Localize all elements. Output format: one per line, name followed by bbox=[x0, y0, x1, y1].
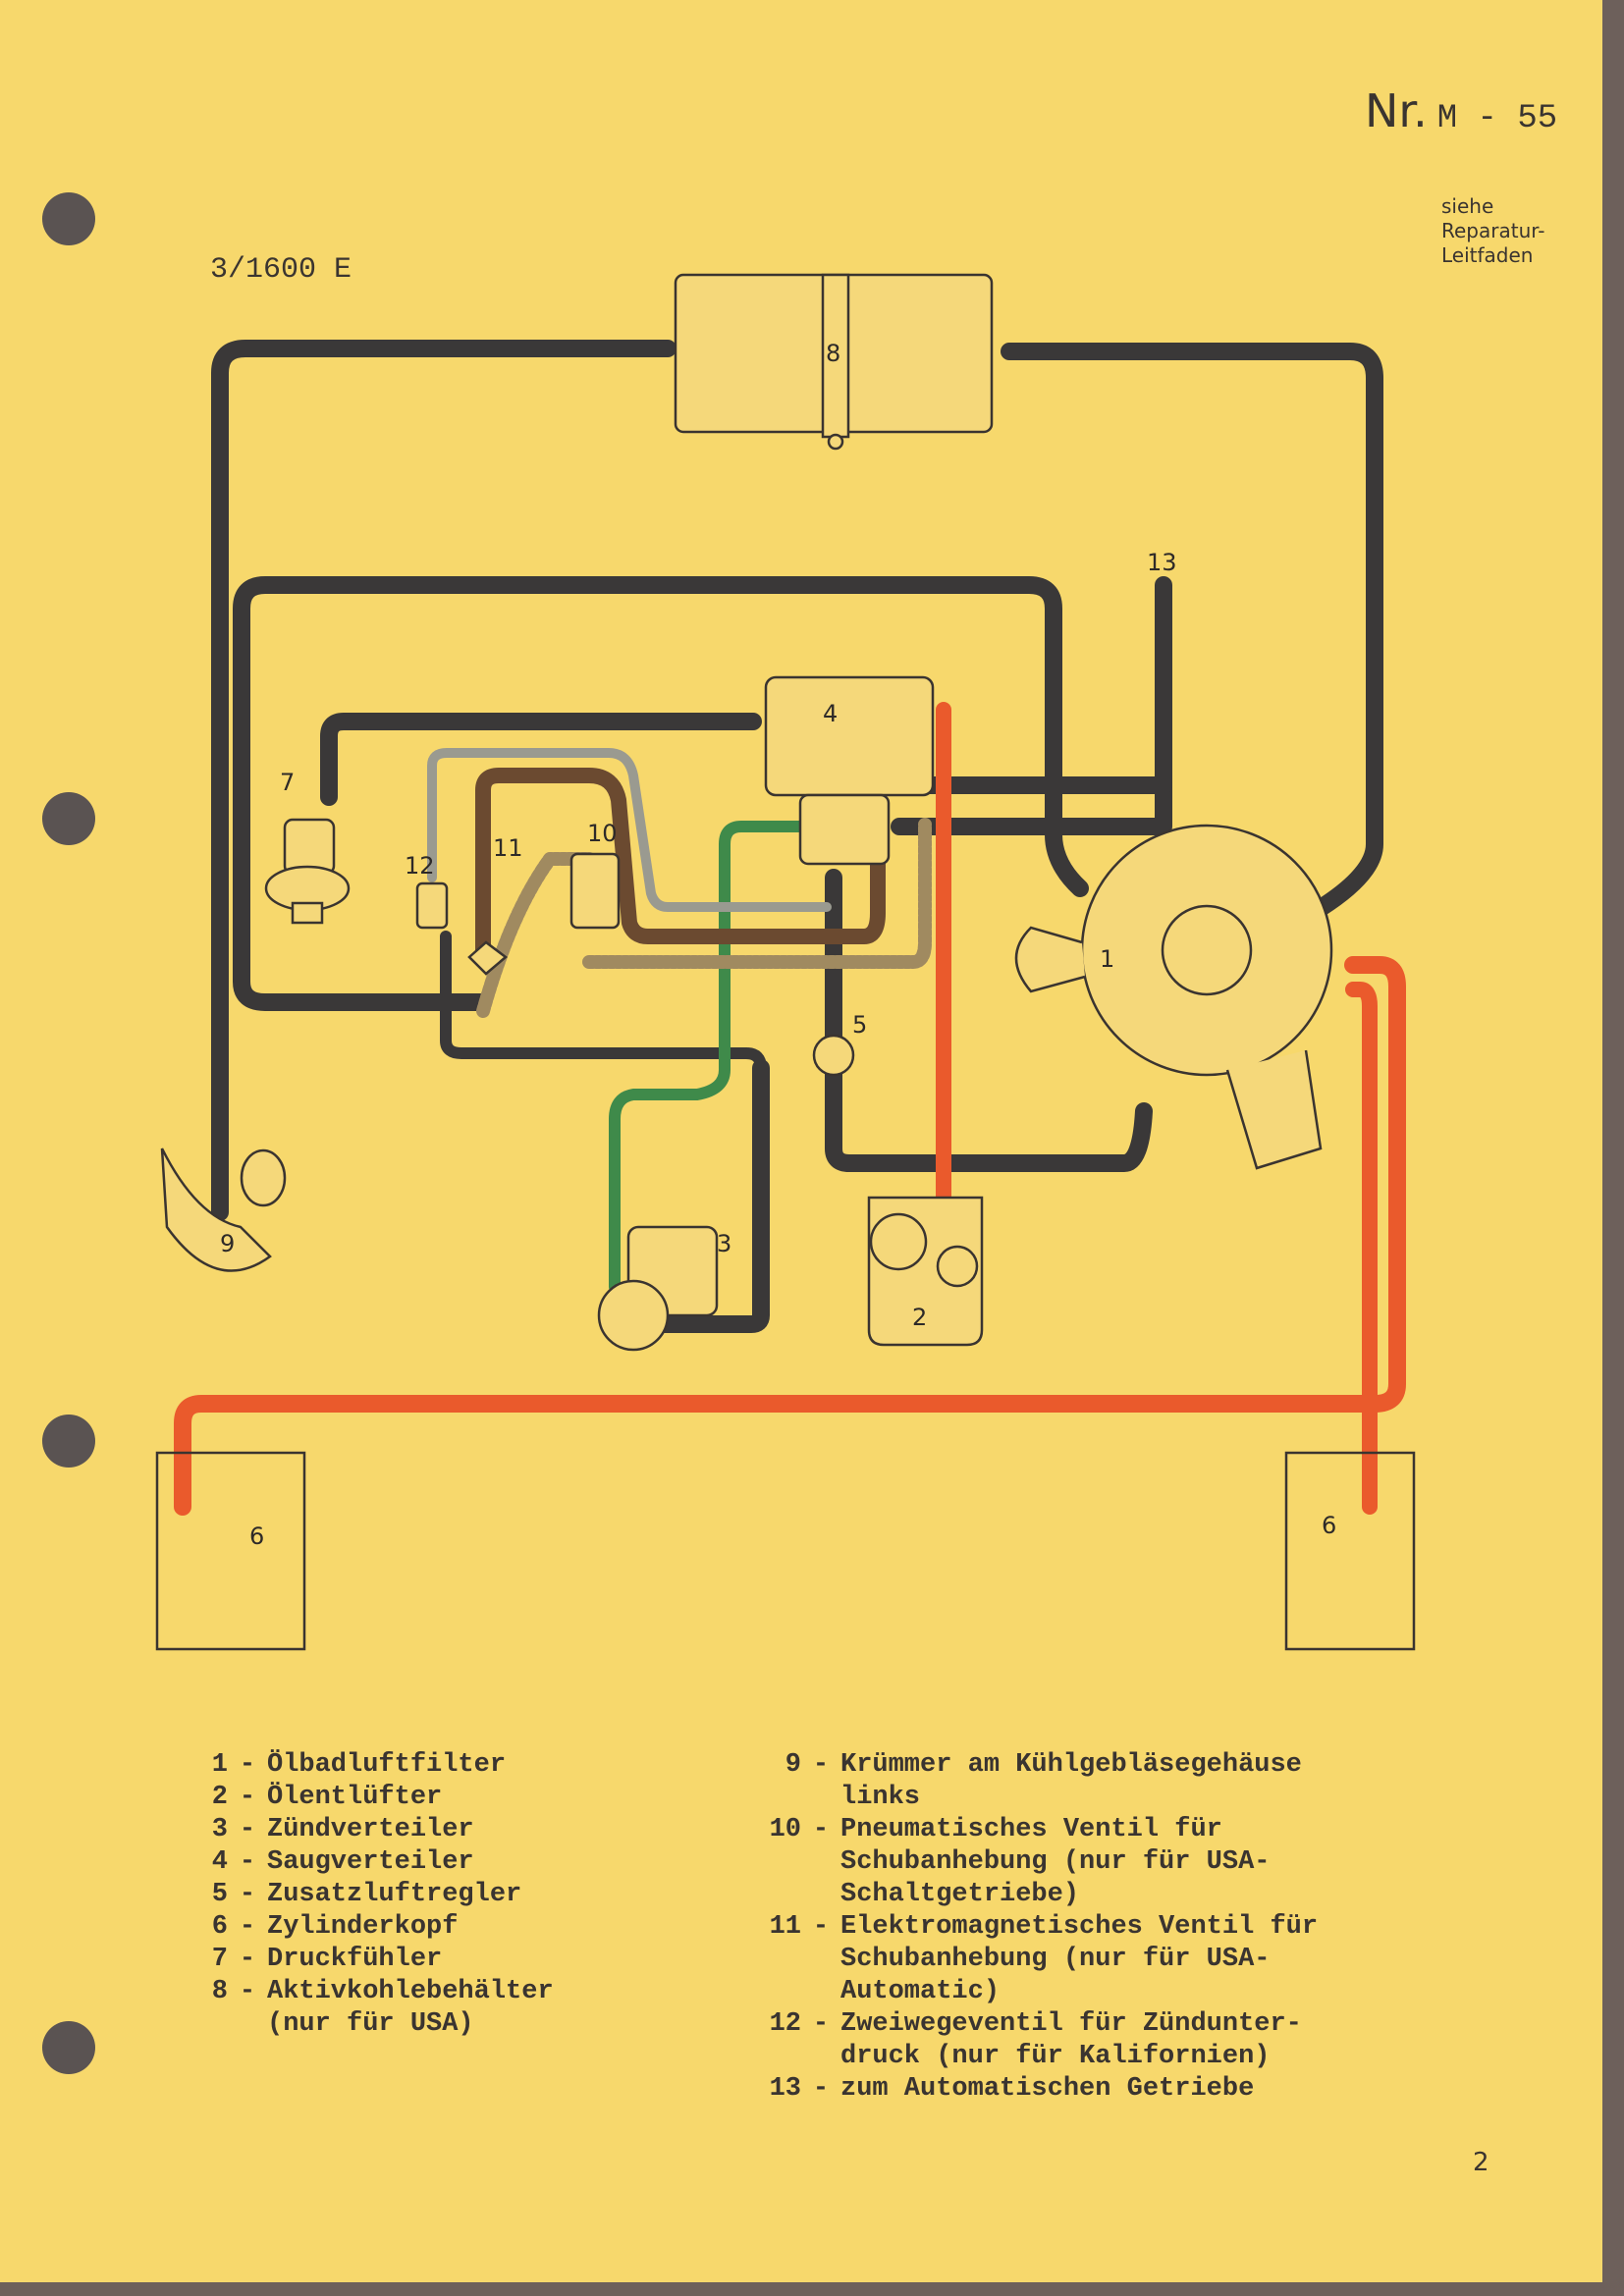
callout-3: 3 bbox=[717, 1230, 731, 1257]
legend-num: 1 bbox=[211, 1750, 228, 1780]
legend-num: 11 bbox=[769, 1912, 801, 1942]
legend-num: 4 bbox=[211, 1847, 228, 1877]
model-label: 3/1600 E bbox=[210, 253, 352, 287]
reference-line: Leitfaden bbox=[1441, 243, 1534, 267]
punch-hole bbox=[42, 192, 95, 245]
punch-hole bbox=[42, 1415, 95, 1468]
callout-6-left: 6 bbox=[249, 1522, 264, 1550]
legend-item: 6-Zylinderkopf bbox=[192, 1911, 554, 1944]
hose-diagram: 1 2 3 4 5 6 6 7 8 9 10 11 12 13 bbox=[155, 273, 1416, 1651]
legend-num: 10 bbox=[769, 1815, 801, 1844]
page-edge-bottom bbox=[0, 2282, 1624, 2296]
legend-text: Druckfühler bbox=[267, 1945, 443, 1974]
hatched-hose bbox=[476, 818, 932, 1018]
legend-num: 13 bbox=[769, 2074, 801, 2104]
page-number: 2 bbox=[1473, 2148, 1489, 2177]
legend-item: 1-Ölbadluftfilter bbox=[192, 1749, 554, 1782]
legend-text: Saugverteiler bbox=[267, 1847, 474, 1877]
callout-12: 12 bbox=[405, 852, 435, 880]
legend-item: 2-Ölentlüfter bbox=[192, 1782, 554, 1814]
legend-text: Zusatzluftregler bbox=[267, 1880, 522, 1909]
cylinder-head-right bbox=[1284, 1451, 1416, 1651]
legend-item: 4-Saugverteiler bbox=[192, 1846, 554, 1879]
callout-10: 10 bbox=[587, 820, 618, 847]
manifold-left bbox=[160, 1148, 287, 1272]
callout-1: 1 bbox=[1100, 945, 1114, 973]
legend-text: Aktivkohlebehälter bbox=[267, 1977, 554, 2006]
legend-text: (nur für USA) bbox=[267, 2009, 474, 2039]
callout-5: 5 bbox=[852, 1011, 867, 1039]
reference-line: Reparatur- bbox=[1441, 219, 1545, 242]
gray-hose bbox=[427, 748, 832, 912]
legend-item: 10-Pneumatisches Ventil für bbox=[766, 1814, 1318, 1846]
callout-11: 11 bbox=[493, 834, 523, 862]
punch-hole bbox=[42, 2021, 95, 2074]
legend-text: Schubanhebung (nur für USA- bbox=[840, 1945, 1271, 1974]
reference-note: siehe Reparatur- Leitfaden bbox=[1441, 194, 1544, 268]
oil-breather bbox=[867, 1196, 984, 1347]
legend-text: Schaltgetriebe) bbox=[840, 1880, 1080, 1909]
legend-text: Pneumatisches Ventil für bbox=[840, 1815, 1222, 1844]
solenoid-valve bbox=[467, 940, 509, 976]
legend-item: 7-Druckfühler bbox=[192, 1944, 554, 1976]
legend-item: 8-Aktivkohlebehälter bbox=[192, 1976, 554, 2008]
legend-num: 12 bbox=[769, 2009, 801, 2039]
legend-text: Elektromagnetisches Ventil für bbox=[840, 1912, 1319, 1942]
callout-8: 8 bbox=[826, 340, 840, 367]
legend-num: 8 bbox=[211, 1977, 228, 2006]
legend-item: 13-zum Automatischen Getriebe bbox=[766, 2073, 1318, 2106]
aux-air-regulator bbox=[812, 1034, 855, 1077]
page-edge-right bbox=[1602, 0, 1624, 2296]
two-way-valve bbox=[415, 881, 449, 930]
pneumatic-valve bbox=[569, 852, 621, 930]
callout-6-right: 6 bbox=[1322, 1512, 1336, 1539]
legend-text: Zündverteiler bbox=[267, 1815, 474, 1844]
legend-text: links bbox=[840, 1783, 921, 1812]
vacuum-hoses bbox=[211, 340, 1383, 1333]
legend-item: 5-Zusatzluftregler bbox=[192, 1879, 554, 1911]
legend-item: 9-Krümmer am Kühlgebläsegehäuse bbox=[766, 1749, 1318, 1782]
legend-text: Zylinderkopf bbox=[267, 1912, 459, 1942]
reference-line: siehe bbox=[1441, 194, 1494, 218]
legend-num: 7 bbox=[211, 1945, 228, 1974]
legend-text: zum Automatischen Getriebe bbox=[840, 2074, 1255, 2104]
punch-hole bbox=[42, 792, 95, 845]
breather-hose-left bbox=[174, 956, 1406, 1516]
number-prefix: Nr. bbox=[1365, 84, 1428, 137]
legend-left: 1-Ölbadluftfilter 2-Ölentlüfter 3-Zündve… bbox=[192, 1749, 554, 2041]
breather-hose-right bbox=[1345, 982, 1378, 1515]
legend-text: Ölbadluftfilter bbox=[267, 1750, 507, 1780]
green-hose bbox=[609, 821, 833, 1293]
cylinder-head-left bbox=[155, 1451, 306, 1651]
legend-text: Ölentlüfter bbox=[267, 1783, 443, 1812]
distributor bbox=[597, 1225, 719, 1352]
callout-13: 13 bbox=[1147, 549, 1177, 576]
legend-item: 11-Elektromagnetisches Ventil für bbox=[766, 1911, 1319, 1944]
callout-7: 7 bbox=[280, 769, 295, 796]
legend-right: 9-Krümmer am Kühlgebläsegehäuse links 10… bbox=[766, 1749, 1319, 2106]
legend-text: druck (nur für Kalifornien) bbox=[840, 2042, 1271, 2071]
legend-text: Schubanhebung (nur für USA- bbox=[840, 1847, 1271, 1877]
brown-hose bbox=[475, 768, 886, 959]
legend-text: Krümmer am Kühlgebläsegehäuse bbox=[840, 1750, 1302, 1780]
legend-text: Automatic) bbox=[840, 1977, 1001, 2006]
oil-bath-air-filter bbox=[1014, 824, 1333, 1170]
legend-num: 2 bbox=[211, 1783, 228, 1812]
activated-carbon-canister bbox=[674, 273, 994, 451]
callout-4: 4 bbox=[823, 700, 838, 727]
pressure-sensor bbox=[264, 818, 351, 925]
intake-manifold bbox=[764, 675, 935, 866]
legend-num: 5 bbox=[211, 1880, 228, 1909]
legend-num: 9 bbox=[785, 1750, 801, 1780]
legend-num: 3 bbox=[211, 1815, 228, 1844]
document-number: Nr.M - 55 bbox=[1365, 84, 1557, 137]
number-code: M - 55 bbox=[1436, 100, 1558, 137]
callout-2: 2 bbox=[912, 1304, 927, 1331]
callout-9: 9 bbox=[220, 1230, 235, 1257]
legend-item: 3-Zündverteiler bbox=[192, 1814, 554, 1846]
legend-text: Zweiwegeventil für Zündunter- bbox=[840, 2009, 1302, 2039]
legend-num: 6 bbox=[211, 1912, 228, 1942]
legend-item: 12-Zweiwegeventil für Zündunter- bbox=[766, 2008, 1318, 2041]
